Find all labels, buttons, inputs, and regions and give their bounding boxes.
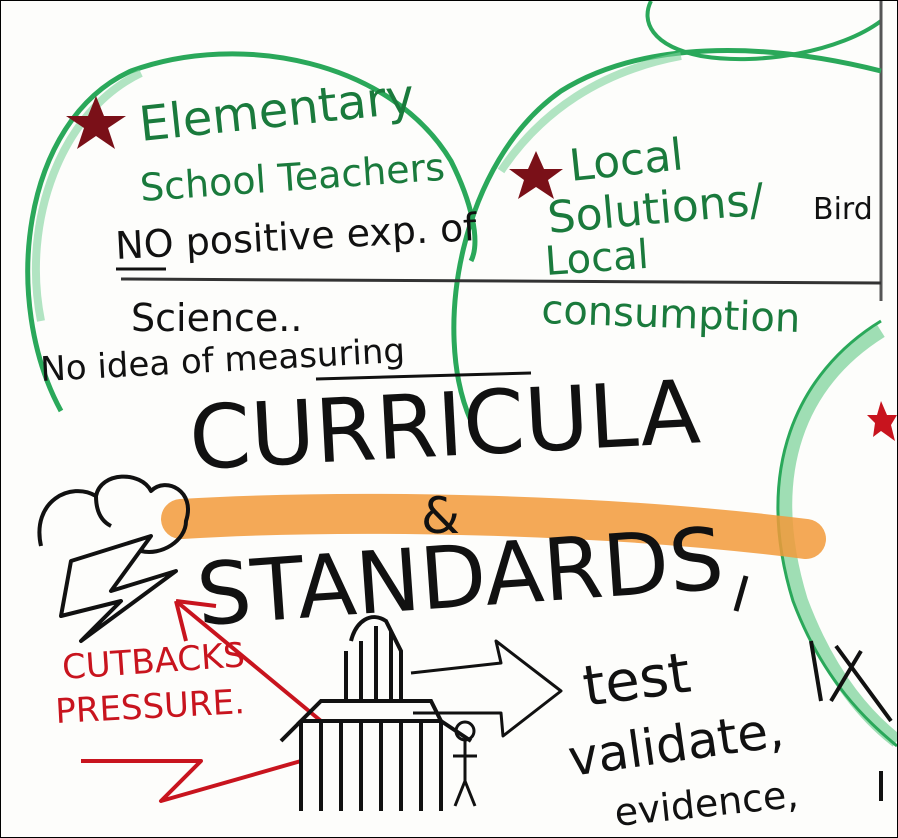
elementary-line-2: School Teachers: [139, 145, 447, 210]
star-icon: [867, 401, 897, 441]
local-line-1: Local: [567, 129, 686, 192]
local-circle-highlight: [497, 52, 682, 174]
pressure-line-2: PRESSURE.: [54, 682, 245, 732]
building-icon: [279, 615, 473, 811]
star-icon: [509, 151, 563, 199]
local-side-word: Bird: [813, 192, 873, 227]
elementary-circle-highlight: [31, 69, 143, 322]
headline-line-1: CURRICULA: [187, 360, 703, 490]
local-line-4: consumption: [541, 287, 801, 342]
outline-arrow-icon: [410, 639, 563, 738]
test-line-3: evidence,: [612, 772, 800, 835]
elementary-circle: [25, 51, 478, 413]
right-edge-marks: [809, 640, 893, 801]
measuring-underline: [315, 371, 532, 381]
star-icon: [66, 96, 126, 149]
elementary-line-4: Science..: [131, 296, 302, 340]
pressure-arrow-icon: [81, 599, 323, 803]
local-circle: [451, 48, 882, 423]
orange-highlight: [161, 493, 826, 559]
top-circle-arc: [645, 1, 883, 62]
tick-mark: [733, 575, 749, 612]
pressure-line-1: CUTBACKS: [61, 635, 246, 688]
headline-amp: &: [421, 487, 460, 545]
right-circle: [778, 325, 897, 747]
right-circle-outline: [776, 319, 897, 748]
local-line-3: Local: [543, 232, 650, 285]
horizontal-rule: [120, 277, 882, 285]
person-icon: [453, 720, 477, 807]
elementary-line-1: Elementary: [136, 68, 417, 153]
test-line-1: test: [579, 641, 695, 720]
cloud-lightning-icon: [37, 474, 190, 643]
elementary-line-3: NO positive exp. of: [114, 205, 479, 268]
